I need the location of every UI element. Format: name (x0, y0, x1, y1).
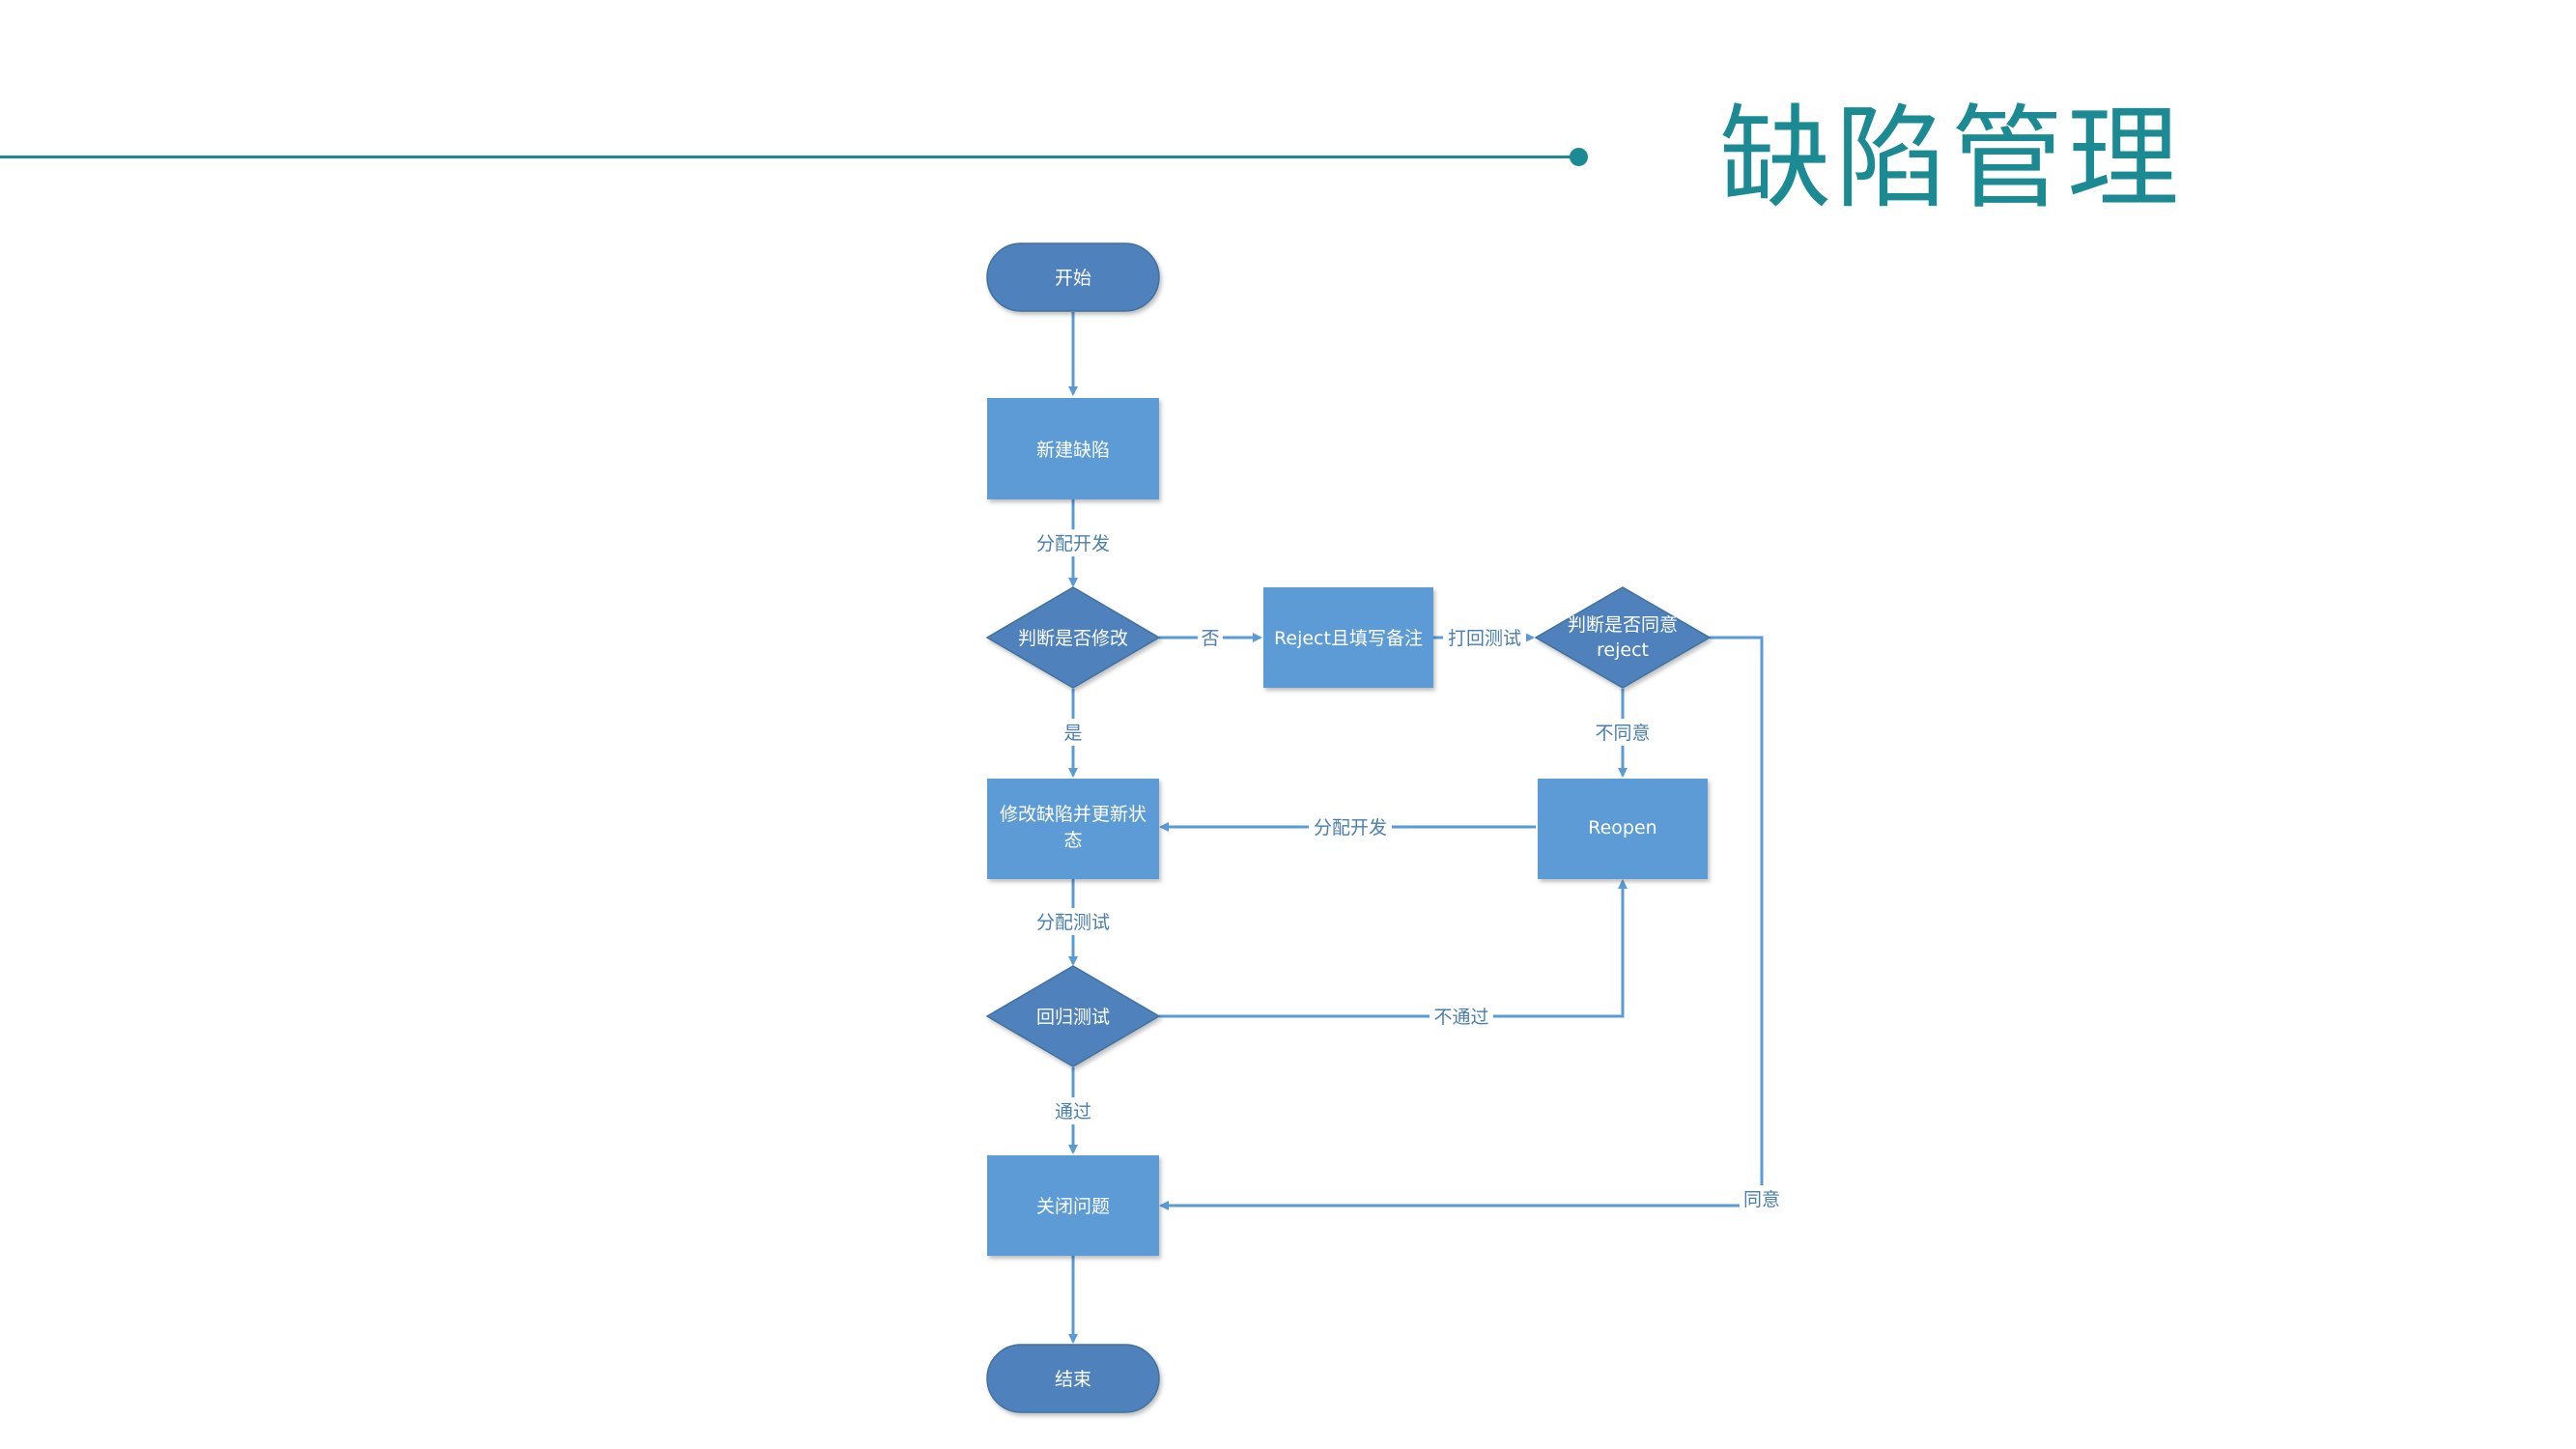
node-start (986, 242, 1160, 312)
node-decide-agree-reject (1534, 586, 1712, 689)
edge-label-yes: 是 (1063, 723, 1082, 744)
node-start-label: 开始 (1055, 268, 1091, 289)
edge-label-no: 否 (1201, 628, 1219, 649)
edge-label-agree: 同意 (1743, 1189, 1780, 1210)
node-decide-modify (985, 586, 1161, 689)
node-regression-test-label: 回归测试 (1036, 1007, 1110, 1028)
edge-label-assign-dev-2: 分配开发 (1314, 817, 1387, 838)
edge-label-back-to-test: 打回测试 (1448, 628, 1521, 649)
node-new-defect-label: 新建缺陷 (1036, 440, 1110, 461)
edge-label-assign-test: 分配测试 (1036, 912, 1110, 933)
node-decide-agree-label-line1: 判断是否同意 (1568, 614, 1678, 636)
node-reopen (1538, 779, 1708, 879)
node-end (986, 1344, 1160, 1413)
header-divider-line (0, 156, 1580, 158)
node-end-label: 结束 (1055, 1369, 1091, 1390)
node-decide-agree-label-line2: reject (1597, 639, 1649, 661)
edge-label-assign-dev: 分配开发 (1036, 533, 1110, 554)
node-reject-note (1263, 587, 1433, 688)
node-fix-defect-label-line2: 态 (1063, 830, 1082, 851)
node-regression-test (985, 965, 1161, 1067)
node-fix-defect (987, 779, 1159, 879)
edge-label-disagree: 不同意 (1595, 723, 1650, 744)
edge-regression-to-reopen (1159, 879, 1628, 1018)
edge-label-fail: 不通过 (1433, 1007, 1488, 1028)
node-new-defect (987, 398, 1159, 499)
edge-agree-to-close (1159, 636, 1764, 1210)
node-reject-note-label: Reject且填写备注 (1274, 628, 1423, 649)
header-divider-dot (1570, 148, 1588, 166)
node-fix-defect-label-line1: 修改缺陷并更新状 (1000, 804, 1146, 825)
edge-label-pass: 通过 (1055, 1101, 1091, 1122)
node-close-issue (987, 1155, 1159, 1256)
page-title: 缺陷管理 (1719, 94, 2183, 224)
node-close-issue-label: 关闭问题 (1036, 1196, 1110, 1217)
edge-labels: 分配开发 否 打回测试 是 不同意 分配开发 分配测试 不通过 通过 同意 (1032, 529, 1784, 1212)
node-decide-modify-label: 判断是否修改 (1018, 628, 1128, 649)
node-reopen-label: Reopen (1588, 817, 1656, 838)
